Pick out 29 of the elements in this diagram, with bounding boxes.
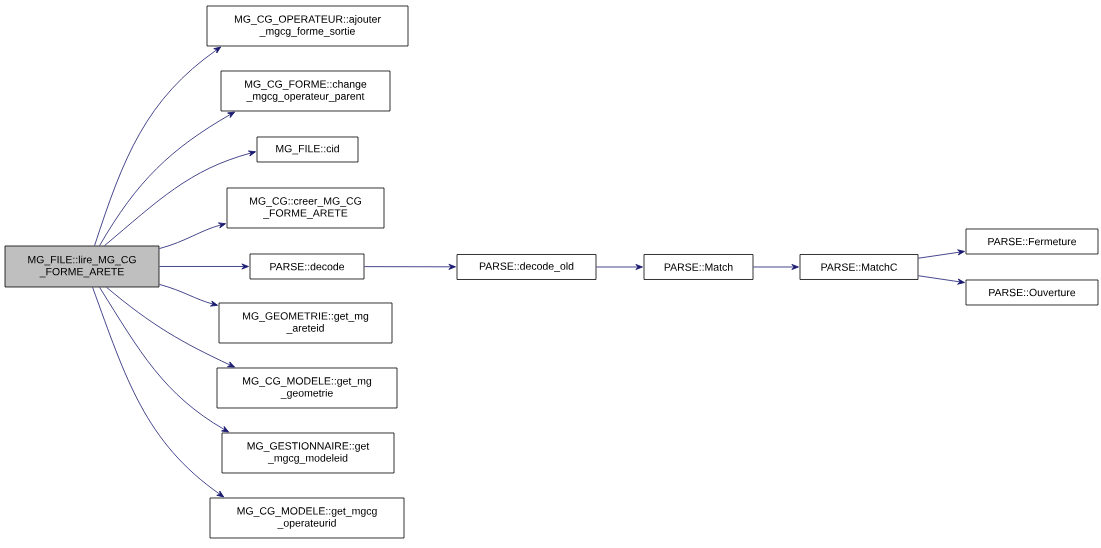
arrow (104, 150, 256, 246)
function-box: MG_FILE::cid (256, 136, 359, 163)
function-box: PARSE::decode_old (456, 254, 597, 280)
function-box: MG_CG_OPERATEUR::ajouter _mgcg_forme_sortie (206, 5, 409, 47)
arrow (159, 222, 226, 249)
arrow (159, 263, 249, 270)
function-box: MG_CG::creer_MG_CG _FORME_ARETE (226, 187, 385, 229)
highlighted-function-box: MG_FILE::lire_MG_CG _FORME_ARETE (4, 245, 160, 288)
arrow (159, 284, 218, 307)
arrow (92, 287, 225, 498)
function-box: PARSE::Ouverture (965, 279, 1099, 306)
function-box: PARSE::Match (643, 254, 754, 280)
arrow (99, 287, 230, 433)
arrow (918, 275, 965, 285)
arrow (106, 287, 235, 368)
function-box: PARSE::MatchC (799, 254, 919, 280)
arrow (364, 263, 456, 270)
function-box: MG_CG_MODELE::get_mg _geometrie (216, 367, 398, 409)
arrow (99, 111, 236, 246)
function-box: MG_GEOMETRIE::get_mg _areteid (218, 302, 393, 344)
arrow (94, 46, 222, 246)
function-box: MG_CG_MODELE::get_mgcg _operateurid (209, 497, 405, 539)
function-box: MG_CG_FORME::change _mgcg_operateur_parent (220, 70, 391, 112)
arrow (596, 264, 643, 270)
arrow (918, 249, 965, 259)
function-box: PARSE::decode (249, 253, 365, 280)
function-box: MG_GESTIONNAIRE::get _mgcg_modeleid (221, 432, 395, 474)
arrow (753, 264, 799, 270)
function-box: PARSE::Fermeture (965, 228, 1099, 255)
